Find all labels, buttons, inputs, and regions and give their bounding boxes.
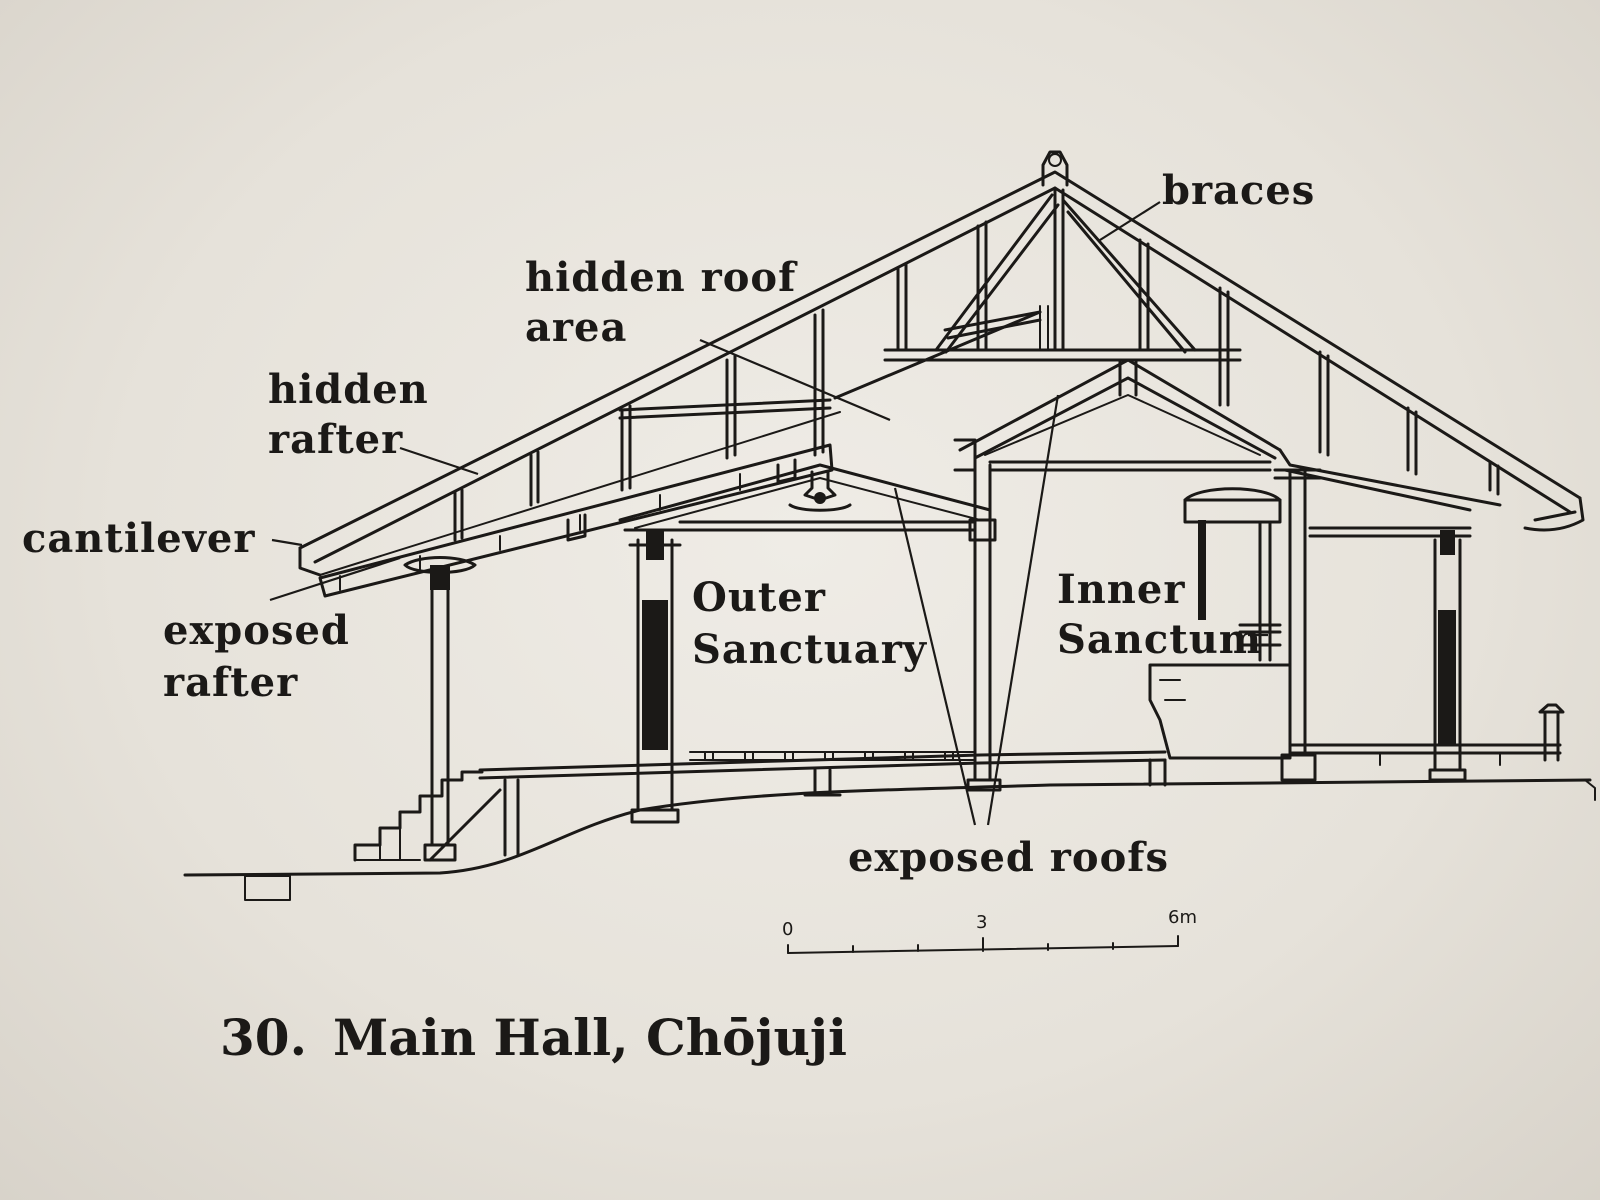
label-hidden-roof-area-line2: area [525, 304, 628, 351]
label-inner-sanctum-line2: Sanctum [1057, 616, 1263, 663]
outer-sanctuary-lower-roof [618, 463, 992, 532]
figure-title: Main Hall, Chōjuji [333, 1008, 847, 1067]
label-exposed-rafter-line2: rafter [163, 659, 299, 706]
label-cantilever: cantilever [22, 515, 256, 562]
columns [403, 438, 1472, 862]
scale-tick-label-3: 3 [976, 912, 988, 933]
inner-sanctum-roof [958, 358, 1502, 512]
main-roof [298, 150, 1585, 577]
label-exposed-rafter-line1: exposed [163, 607, 350, 654]
label-braces: braces [1162, 167, 1316, 214]
leader-exposed-roofs-left [893, 487, 977, 826]
leader-exposed-roofs-right [986, 394, 1060, 826]
stairs [353, 770, 502, 862]
scale-tick-label-0: 0 [782, 919, 794, 940]
figure-caption: 30. Main Hall, Chōjuji [220, 1008, 847, 1068]
inner-shrine [1148, 487, 1292, 760]
scale-bar [787, 935, 1179, 954]
figure-number: 30. [220, 1008, 307, 1067]
leader-hidden-rafter [399, 446, 479, 476]
leader-lines [269, 201, 1268, 826]
label-outer-sanctuary-line1: Outer [692, 574, 826, 621]
leader-hidden-roof-area [699, 338, 891, 422]
scale-tick-label-6m: 6m [1168, 907, 1197, 928]
ground-line [183, 778, 1596, 901]
label-outer-sanctuary-line2: Sanctuary [692, 626, 928, 673]
label-hidden-rafter-line2: rafter [268, 416, 404, 463]
label-hidden-rafter-line1: hidden [268, 366, 429, 413]
floor [478, 703, 1565, 857]
cantilever-beam [318, 443, 834, 598]
label-hidden-roof-area-line1: hidden roof [525, 254, 797, 301]
leader-cantilever [271, 538, 303, 547]
leader-exposed-rafter [269, 556, 401, 602]
label-inner-sanctum-line1: Inner [1057, 566, 1186, 613]
label-exposed-roofs: exposed roofs [848, 834, 1169, 881]
leader-braces [1099, 201, 1161, 241]
